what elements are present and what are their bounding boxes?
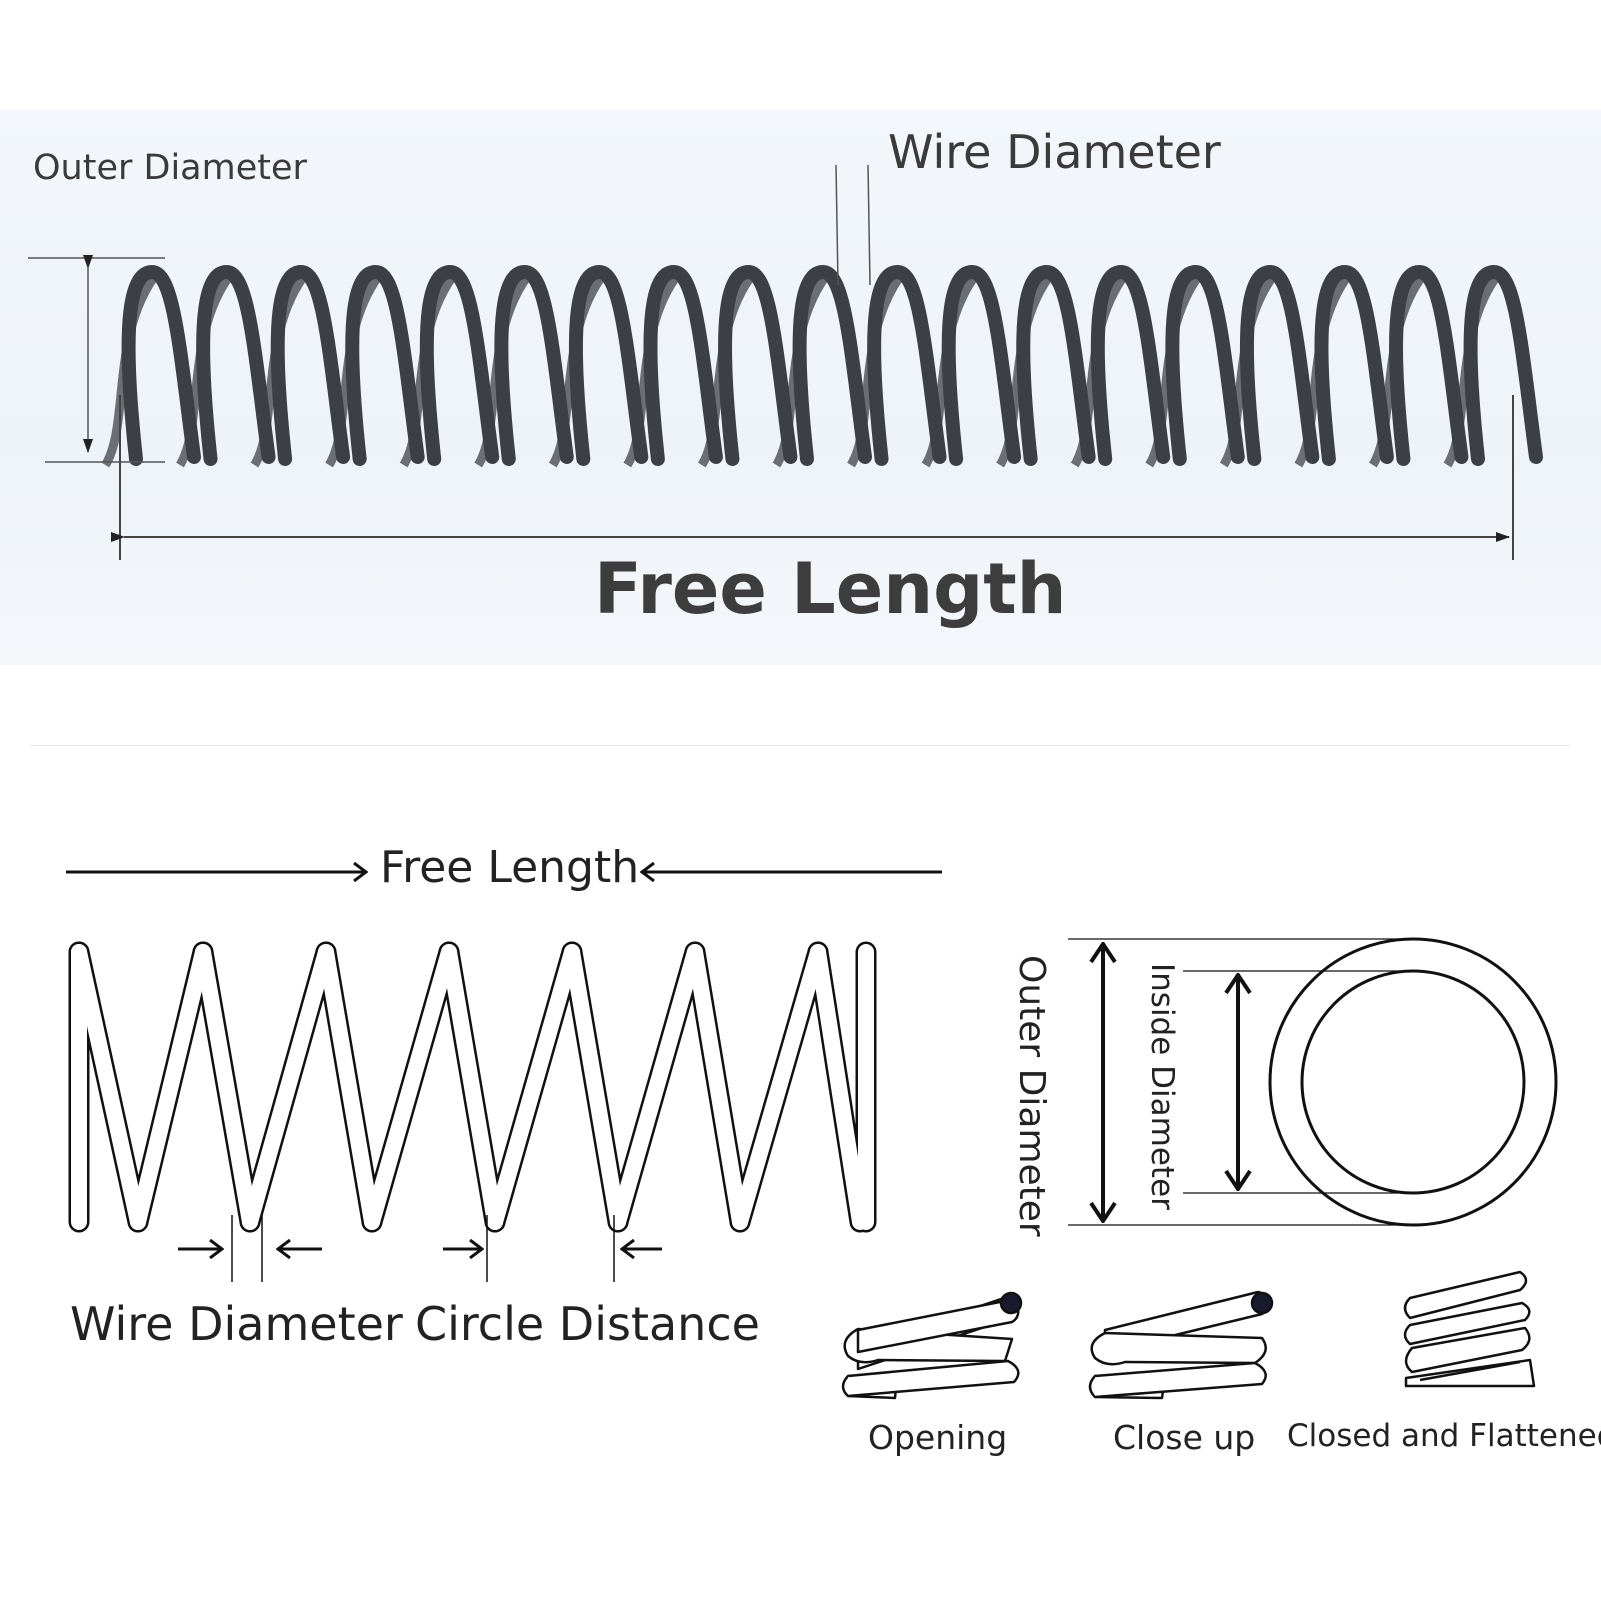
- end-type-close-up-icon: [1088, 1290, 1274, 1400]
- wire-segment-fill: [130, 944, 211, 1230]
- end-type-closed-flattened-label: Closed and Flattened: [1287, 1418, 1601, 1454]
- spring-coil-front: [1314, 264, 1394, 466]
- wire-segment-fill: [364, 944, 457, 1230]
- wire-segment-fill: [441, 944, 503, 1230]
- compression-spring-photo: [101, 264, 1543, 468]
- wire-segment-fill: [732, 944, 826, 1230]
- end-type-opening-icon: [841, 1291, 1023, 1400]
- wire-segment-fill: [610, 944, 703, 1230]
- spring-coil-front: [345, 264, 425, 466]
- wire-segment-fill: [318, 944, 380, 1230]
- spring-coil-front: [1090, 264, 1171, 466]
- end-type-close-up-label: Close up: [1113, 1418, 1256, 1457]
- end-view-inside-diameter-label: Inside Diameter: [1144, 963, 1180, 1210]
- spring-coil-front: [643, 264, 723, 466]
- diagram-circle-distance-label: Circle Distance: [415, 1297, 760, 1351]
- spring-side-view-schematic: [68, 941, 877, 1233]
- inside-diameter-dimension: [1183, 970, 1413, 1194]
- wire-segment-fill: [242, 944, 334, 1230]
- photo-outer-diameter-dimension: [28, 255, 165, 463]
- wire-segment-fill: [195, 944, 258, 1230]
- spring-coil-front: [867, 264, 947, 466]
- spring-coil-front: [792, 264, 872, 466]
- wire-segment-fill: [810, 944, 868, 1230]
- spring-coil-front: [1239, 264, 1320, 466]
- spring-coil-front: [494, 264, 574, 466]
- wire-segment-fill: [71, 944, 146, 1230]
- wire-segment-fill: [487, 944, 580, 1230]
- wire-segment-fill: [687, 944, 748, 1230]
- spring-coil-front: [568, 264, 649, 466]
- spring-coil-front: [121, 264, 201, 466]
- photo-free-length-dimension: [111, 395, 1514, 560]
- photo-wire-diameter-leader: [835, 164, 871, 286]
- spring-coil-front: [1165, 264, 1245, 466]
- end-view-outer-diameter-label: Outer Diameter: [1011, 955, 1052, 1237]
- diagram-wire-diameter-label: Wire Diameter: [70, 1297, 403, 1351]
- spring-end-view: [1268, 937, 1558, 1227]
- photo-wire-diameter-label: Wire Diameter: [888, 125, 1221, 179]
- spring-coil-front: [1016, 264, 1096, 466]
- diagram-free-length-label: Free Length: [380, 842, 640, 893]
- wire-segment-fill: [564, 944, 626, 1230]
- spring-coil-front: [941, 264, 1022, 466]
- photo-outer-diameter-label: Outer Diameter: [33, 148, 307, 188]
- outer-diameter-dimension: [1068, 938, 1413, 1226]
- spring-coil-front: [1463, 264, 1543, 466]
- end-type-opening-label: Opening: [868, 1418, 1008, 1457]
- photo-free-length-label: Free Length: [594, 548, 1067, 630]
- spring-coil-front: [270, 264, 351, 466]
- spring-coil-front: [718, 264, 798, 466]
- spring-coil-front: [1389, 264, 1469, 466]
- spring-coil-front: [196, 264, 276, 466]
- section-divider: [30, 745, 1570, 746]
- spring-coil-front: [419, 264, 500, 466]
- circle-distance-measure: [443, 1215, 662, 1282]
- wire-diameter-measure: [178, 1215, 322, 1282]
- end-type-closed-flattened-icon: [1403, 1270, 1536, 1388]
